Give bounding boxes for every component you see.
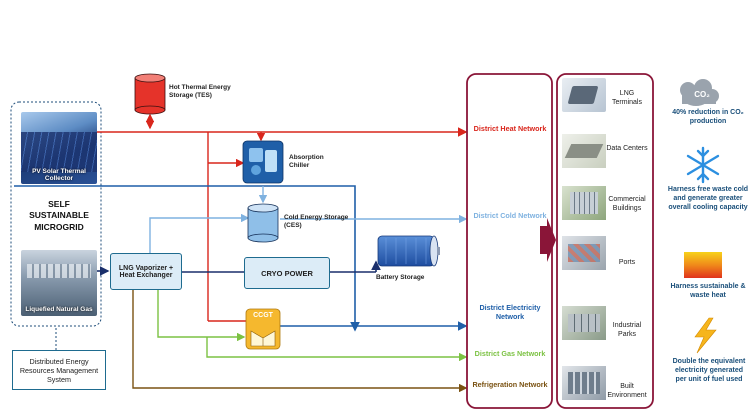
heat-gradient-icon: [684, 252, 722, 278]
lng-terminal-thumb: [562, 78, 606, 112]
lng-vaporizer-label: LNG Vaporizer + Heat Exchanger: [118, 264, 174, 279]
microgrid-title-line: MICROGRID: [34, 221, 84, 232]
ccgt-unit: [245, 308, 281, 350]
lng-vaporizer-box: LNG Vaporizer + Heat Exchanger: [110, 253, 182, 290]
ccgt-label: CCGT: [253, 312, 273, 319]
microgrid-title-line: SUSTAINABLE: [29, 210, 89, 221]
ports-thumb: [562, 236, 606, 270]
microgrid-title-line: SELF: [48, 199, 70, 209]
network-cold: District Cold Network: [473, 211, 547, 220]
destination-built-environment: Built Environment: [607, 383, 647, 400]
network-heat: District Heat Network: [473, 124, 547, 133]
built-environment-thumb: [562, 366, 606, 400]
network-gas: District Gas Network: [474, 349, 546, 358]
lng-label: Liquefied Natural Gas: [25, 306, 93, 313]
ces-cylinder: [247, 203, 279, 243]
chiller-icon: [242, 140, 284, 184]
microgrid-frame: [10, 101, 102, 327]
network-refrigeration: Refrigeration Network: [472, 380, 548, 389]
impact-electricity: Double the equivalent electricity genera…: [672, 358, 746, 384]
co2-icon-text: CO₂: [694, 90, 710, 99]
commercial-buildings-thumb: [562, 186, 606, 220]
destination-ports: Ports: [618, 259, 636, 266]
tes-label: Hot Thermal Energy Storage (TES): [169, 84, 231, 100]
co2-cloud-icon: [680, 79, 719, 106]
pv-label: PV Solar Thermal Collector: [32, 168, 86, 182]
destination-industrial-parks: Industrial Parks: [612, 322, 642, 339]
destination-lng-terminals: LNG Terminals: [612, 90, 642, 107]
cryo-power-label: CRYO POWER: [261, 268, 313, 278]
tes-cylinder: [134, 73, 166, 115]
battery-label: Battery Storage: [376, 274, 425, 281]
ces-label: Cold Energy Storage (CES): [284, 214, 349, 230]
lng-photo: Liquefied Natural Gas: [21, 250, 97, 316]
impact-co2: 40% reduction in CO₂ production: [672, 109, 744, 126]
pv-solar-photo: PV Solar Thermal Collector: [21, 112, 97, 184]
destination-commercial-buildings: Commercial Buildings: [608, 196, 646, 213]
impact-cold: Harness free waste cold and generate gre…: [667, 186, 749, 212]
ders-management-box: Distributed Energy Resources Management …: [12, 350, 106, 390]
snowflake-icon: [686, 146, 720, 184]
network-electricity: District Electricity Network: [479, 303, 541, 322]
destination-data-centers: Data Centers: [606, 145, 648, 152]
impact-heat: Harness sustainable & waste heat: [670, 283, 746, 300]
chiller-label: Absorption Chiller: [289, 154, 324, 170]
industrial-parks-thumb: [562, 306, 606, 340]
destinations-frame: [556, 73, 654, 409]
microgrid-title: SELF SUSTAINABLE MICROGRID: [14, 199, 104, 233]
ders-management-label: Distributed Energy Resources Management …: [19, 356, 99, 384]
cryo-power-box: CRYO POWER: [244, 257, 330, 289]
data-center-thumb: [562, 134, 606, 168]
battery-icon: [377, 235, 440, 267]
flow-arrow: [540, 218, 556, 262]
lightning-icon: [694, 317, 717, 354]
